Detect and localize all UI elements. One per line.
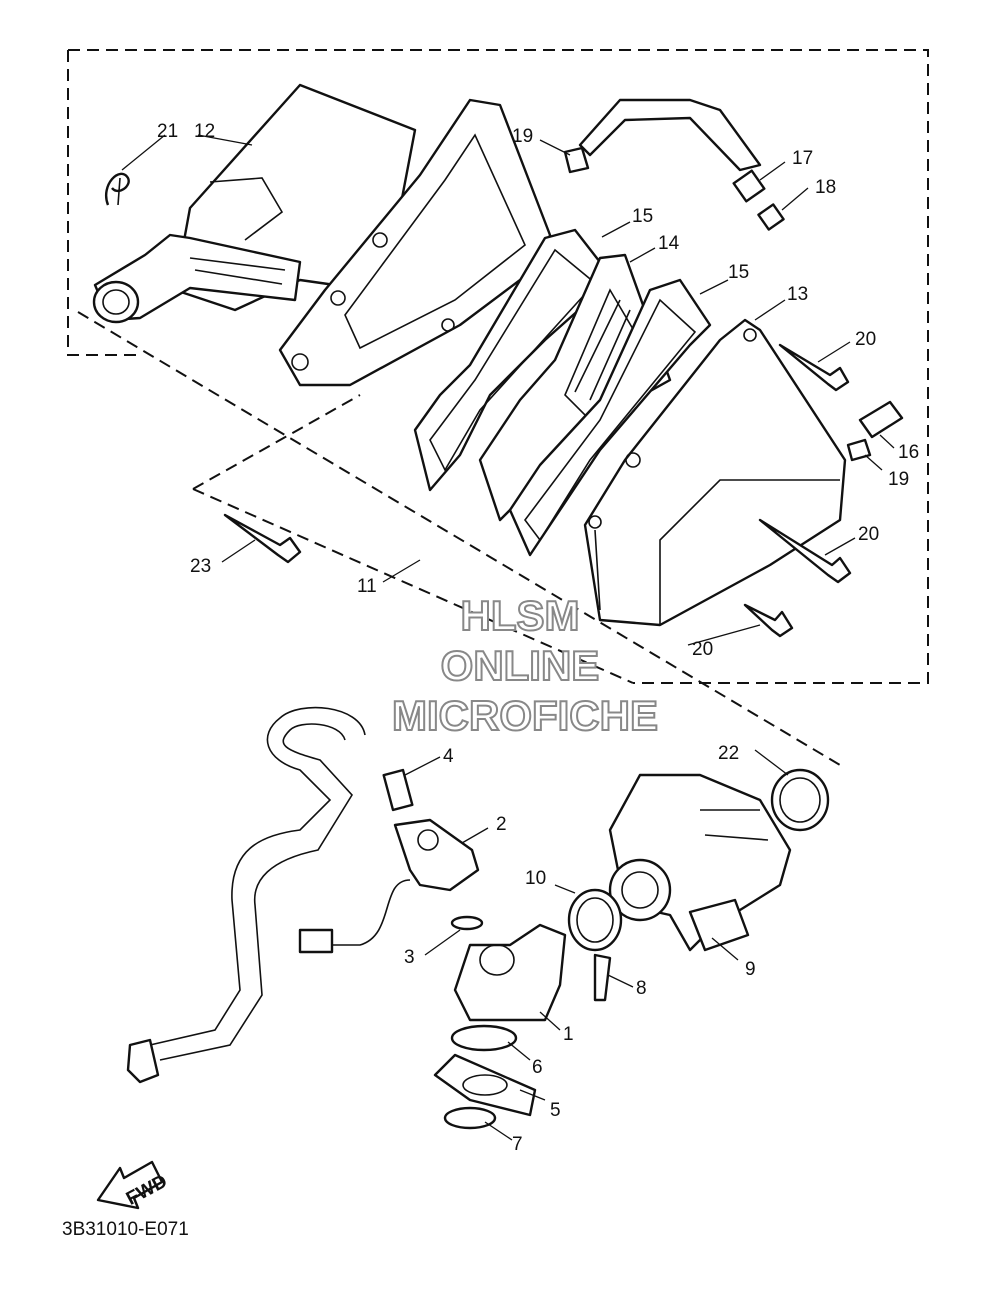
bolts	[223, 146, 872, 638]
callout-4: 4	[443, 746, 454, 767]
air-case	[583, 318, 847, 627]
air-case-cap	[278, 98, 552, 387]
throttle-body	[608, 773, 792, 952]
callout-14: 14	[658, 233, 680, 254]
callout-19a: 19	[512, 126, 533, 147]
callout-13: 13	[787, 284, 808, 305]
callout-9: 9	[745, 959, 756, 980]
callout-20b: 20	[858, 524, 879, 545]
hose-clamp-10	[567, 888, 623, 952]
callout-21: 21	[157, 121, 178, 142]
drawing-code: 3B31010-E071	[62, 1219, 189, 1240]
callout-2: 2	[496, 814, 507, 835]
leader-lines	[121, 134, 895, 1141]
hose-clamp-22	[770, 768, 830, 832]
callout-18: 18	[815, 177, 836, 198]
callout-8: 8	[636, 978, 647, 999]
callout-22: 22	[718, 743, 739, 764]
watermark-line-1: HLSM	[461, 592, 580, 639]
breather-hose	[578, 98, 904, 439]
callout-16: 16	[898, 442, 919, 463]
callout-6: 6	[532, 1057, 543, 1078]
callout-1: 1	[563, 1024, 574, 1045]
callout-23: 23	[190, 556, 211, 577]
callout-11: 11	[357, 576, 377, 597]
intake-joint-sensor	[298, 768, 484, 954]
seal-part-b	[508, 278, 712, 557]
watermark-line-3: MICROFICHE	[392, 692, 658, 739]
callout-20c: 20	[692, 639, 713, 660]
fwd-arrow-icon: FWD	[96, 1160, 171, 1210]
air-filter-assembly-boundary	[67, 49, 929, 769]
watermark-line-2: ONLINE	[441, 642, 600, 689]
clip-part	[105, 172, 130, 206]
callout-12: 12	[194, 121, 215, 142]
callout-10: 10	[525, 868, 546, 889]
watermark: HLSM ONLINE MICROFICHE	[391, 591, 659, 740]
callout-15b: 15	[728, 262, 749, 283]
callout-17: 17	[792, 148, 813, 169]
intake-manifold	[433, 923, 612, 1130]
callout-7: 7	[512, 1134, 523, 1155]
callout-5: 5	[550, 1100, 561, 1121]
hose-lower	[126, 706, 366, 1084]
callout-19b: 19	[888, 469, 909, 490]
callout-labels: 21 12 19 17 18 15 14 15 13 20 16 19 20 2…	[157, 121, 919, 1155]
callout-15a: 15	[632, 206, 653, 227]
callout-20a: 20	[855, 329, 876, 350]
callout-3: 3	[404, 947, 415, 968]
